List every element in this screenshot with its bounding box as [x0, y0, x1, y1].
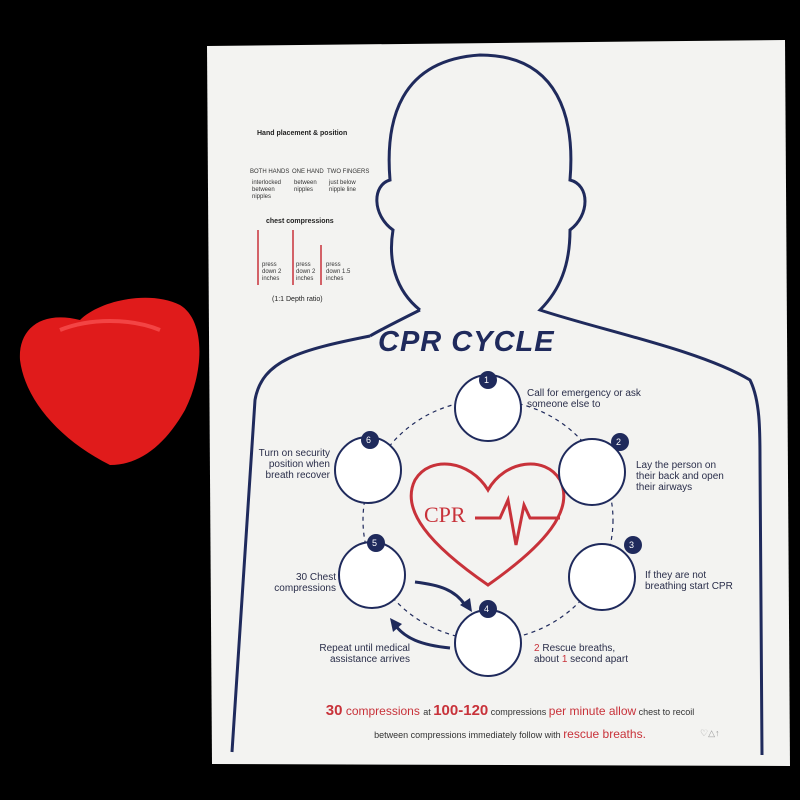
compression-depth: press down 2 inches	[296, 262, 316, 282]
hand-label: ONE HAND	[292, 169, 324, 175]
hand-label: TWO FINGERS	[327, 169, 370, 175]
hand-label: BOTH HANDS	[250, 169, 290, 175]
step-number-badges	[361, 371, 642, 618]
step-circles	[334, 374, 636, 677]
step-number: 2	[616, 437, 622, 447]
cpr-heart-logo	[409, 462, 566, 587]
footer-line-2: between compressions immediately follow …	[374, 727, 646, 741]
step-2-text: Lay the person on their back and open th…	[636, 460, 724, 493]
cpr-logo-text: CPR	[424, 502, 466, 527]
compression-depth: press down 1.5 inches	[326, 262, 351, 282]
footer-line-1: 30 compressions at 100-120 compressions …	[325, 702, 695, 719]
repeat-text: Repeat until medical assistance arrives	[319, 643, 410, 665]
hand-desc: between nipples	[294, 180, 317, 193]
step-number: 3	[629, 540, 635, 550]
step-number: 4	[484, 604, 490, 614]
compression-depth: press down 2 inches	[262, 262, 282, 282]
compressions-heading: chest compressions	[266, 218, 334, 225]
depth-ratio: (1:1 Depth ratio)	[272, 296, 323, 303]
arrow-icon	[393, 624, 451, 650]
ruler-graphics	[257, 230, 322, 285]
step-4-text: 2 Rescue breaths,about 1 second apart	[534, 643, 628, 665]
hand-desc: just below nipple line	[329, 180, 357, 193]
step-5-text: 30 Chest compressions	[274, 572, 336, 594]
hand-desc: interlocked between nipples	[252, 180, 282, 200]
step-3-text: If they are not breathing start CPR	[645, 570, 733, 592]
step-number: 5	[372, 538, 378, 548]
body-outline	[230, 53, 764, 756]
step-6-text: Turn on security position when breath re…	[258, 448, 330, 481]
hand-placement-heading: Hand placement & position	[257, 130, 348, 137]
step-number: 6	[366, 435, 372, 445]
page-title: CPR CYCLE	[378, 326, 555, 358]
arrow-icon	[414, 580, 467, 606]
step-1-text: Call for emergency or ask someone else t…	[527, 388, 641, 410]
care-symbols-icon: ♡△↑	[700, 728, 720, 738]
red-heart-object	[19, 297, 200, 465]
step-number: 1	[484, 375, 490, 385]
